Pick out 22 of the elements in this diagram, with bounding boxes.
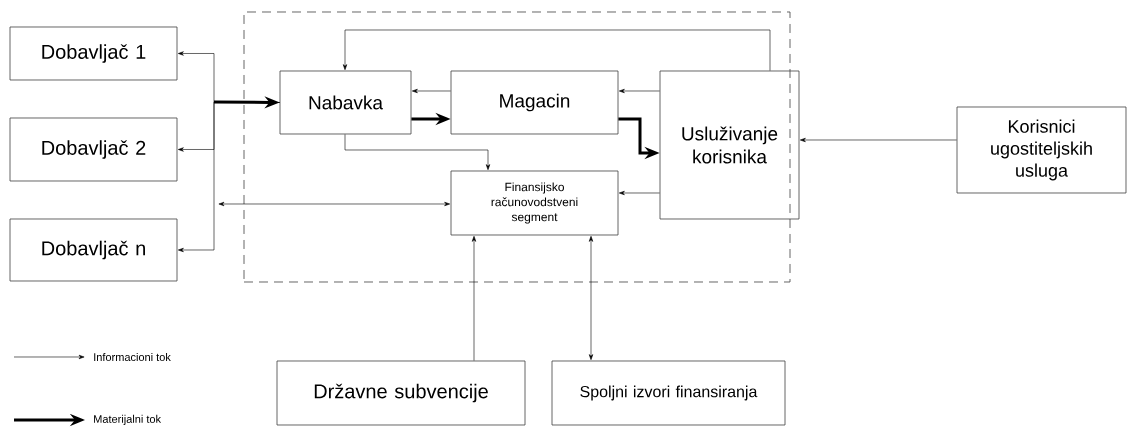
arrow [471, 236, 477, 361]
process-box: Dobavljač 2 [9, 117, 178, 182]
process-box: Usluživanje korisnika [659, 70, 800, 220]
process-box: Korisnici ugostiteljskih usluga [956, 106, 1127, 194]
arrow [619, 88, 660, 94]
process-box: Dobavljač n [9, 218, 178, 282]
arrow [412, 88, 451, 94]
legend-label: Materijalni tok [94, 414, 162, 426]
process-box: Magacin [450, 70, 619, 135]
arrow [588, 236, 594, 360]
process-box: Državne subvencije [276, 360, 526, 426]
legend-label: Informacioni tok [94, 352, 171, 362]
arrow [218, 201, 451, 207]
process-box: Finansijsko računovodstveni segment [450, 170, 619, 236]
arrow [800, 137, 957, 143]
dashed-frame [243, 11, 791, 283]
process-box: Dobavljač 1 [9, 26, 178, 81]
process-box: Nabavka [279, 70, 412, 135]
arrow [344, 134, 491, 170]
process-box: Spoljni izvori finansiranja [551, 360, 786, 426]
arrow [619, 190, 660, 196]
arrow [342, 29, 771, 71]
